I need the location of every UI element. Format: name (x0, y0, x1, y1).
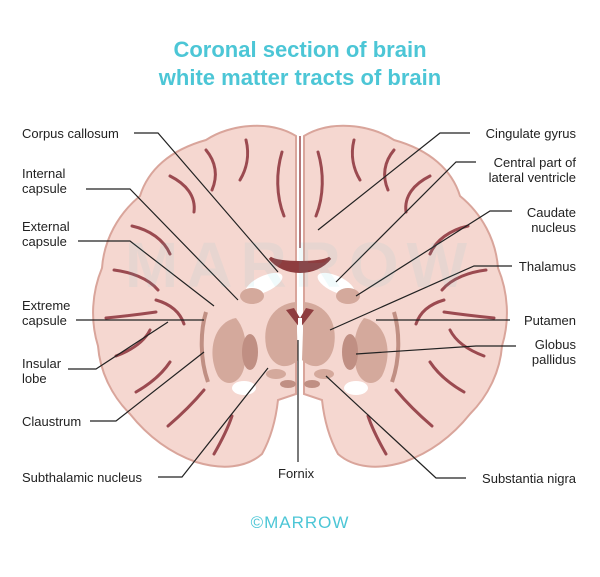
left-caudate-nucleus (240, 288, 264, 304)
leader-globus-pallidus (355, 345, 516, 355)
leader-lines (68, 132, 516, 479)
label-central-part-lateral-ventricle: Central part of lateral ventricle (489, 155, 576, 185)
label-insular-lobe-line-2: lobe (22, 371, 47, 386)
label-caudate-nucleus: Caudate nucleus (527, 205, 576, 235)
leader-internal-capsule (86, 188, 239, 301)
left-globus-pallidus (242, 334, 258, 370)
label-internal-capsule: Internal capsule (22, 166, 67, 196)
leader-central-part-lateral-ventricle (335, 161, 476, 283)
watermark: MARROW (124, 229, 476, 301)
label-caudate-nucleus-line-1: Caudate (526, 205, 576, 220)
label-external-capsule: External capsule (22, 219, 70, 249)
right-inferior-horn (344, 381, 368, 395)
leader-subthalamic-nucleus (158, 367, 269, 478)
left-thalamus (265, 302, 298, 367)
label-external-capsule-line-2: capsule (22, 234, 67, 249)
leader-thalamus (329, 265, 512, 331)
label-thalamus: Thalamus (518, 259, 576, 274)
right-subthalamic-nucleus (314, 369, 334, 379)
leader-claustrum (90, 351, 205, 422)
left-substantia-nigra (280, 380, 296, 388)
label-claustrum: Claustrum (22, 414, 82, 429)
right-claustrum (390, 311, 401, 383)
label-extreme-capsule-line-2: capsule (22, 313, 67, 328)
label-globus-pallidus: Globus pallidus (532, 337, 576, 367)
label-caudate-nucleus-line-2: nucleus (531, 220, 576, 235)
leader-corpus-callosum (134, 132, 279, 273)
right-thalamus (302, 302, 335, 367)
left-claustrum (199, 311, 210, 383)
right-globus-pallidus (342, 334, 358, 370)
right-putamen (354, 318, 388, 383)
label-internal-capsule-line-1: Internal (22, 166, 66, 181)
title-line-2: white matter tracts of brain (158, 65, 442, 90)
label-external-capsule-line-1: External (22, 219, 70, 234)
label-putamen: Putamen (523, 313, 576, 328)
left-putamen (212, 318, 246, 383)
label-internal-capsule-line-2: capsule (22, 181, 67, 196)
corpus-callosum (268, 256, 332, 273)
leader-cingulate-gyrus (317, 132, 470, 231)
label-substantia-nigra: Substantia nigra (482, 471, 576, 486)
label-central-part-line-2: lateral ventricle (488, 170, 576, 185)
leader-insular-lobe (68, 321, 169, 370)
right-substantia-nigra (304, 380, 320, 388)
label-extreme-capsule-line-1: Extreme (22, 298, 71, 313)
label-corpus-callosum: Corpus callosum (22, 126, 119, 141)
label-extreme-capsule: Extreme capsule (22, 298, 70, 328)
leader-caudate-nucleus (355, 210, 512, 297)
leader-external-capsule (78, 240, 215, 307)
leader-substantia-nigra (325, 375, 466, 479)
right-caudate-nucleus (336, 288, 360, 304)
label-subthalamic-nucleus: Subthalamic nucleus (22, 470, 142, 485)
label-central-part-line-1: Central part of (493, 155, 576, 170)
label-fornix: Fornix (278, 466, 315, 481)
label-cingulate-gyrus: Cingulate gyrus (485, 126, 576, 141)
label-insular-lobe-line-1: Insular (22, 356, 62, 371)
title-line-1: Coronal section of brain (173, 37, 427, 62)
label-insular-lobe: Insular lobe (22, 356, 61, 386)
left-subthalamic-nucleus (266, 369, 286, 379)
credit-logo: ©MARROW (250, 513, 350, 532)
label-globus-pallidus-line-1: Globus (534, 337, 576, 352)
label-globus-pallidus-line-2: pallidus (531, 352, 576, 367)
left-sulci (104, 138, 286, 456)
